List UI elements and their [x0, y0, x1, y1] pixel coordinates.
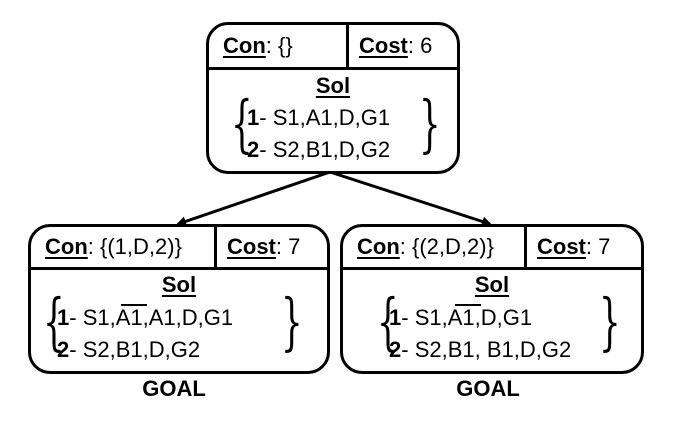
left-constraint-cell: Con: {(1,D,2)}: [31, 227, 217, 267]
root-line-1-text: - S1,A1,D,G1: [259, 105, 391, 130]
left-cost-label: Cost: [227, 234, 276, 259]
left-line-2-text: - S2,B1,D,G2: [69, 337, 201, 362]
right-child-node: Con: {(2,D,2)} Cost: 7 Sol { 1- S1,A1,D,…: [340, 224, 644, 374]
root-close-brace: }: [419, 87, 441, 160]
right-line-1-num: 1: [389, 305, 402, 330]
left-con-label: Con: [45, 234, 88, 259]
right-cost-value: : 7: [585, 234, 611, 259]
left-con-value: : {(1,D,2)}: [87, 234, 182, 259]
right-solution-line-2: 2- S2,B1, B1,D,G2: [389, 339, 571, 361]
root-cost-value: : 6: [407, 33, 433, 58]
root-line-2-num: 2: [247, 137, 260, 162]
right-sol-title: Sol: [474, 272, 510, 297]
root-node: Con: {} Cost: 6 Sol { 1- S1,A1,D,G1 2- S…: [206, 22, 460, 174]
right-open-brace: {: [377, 285, 399, 358]
root-node-header: Con: {} Cost: 6: [209, 25, 457, 70]
left-open-brace: {: [43, 285, 65, 358]
left-goal-label: GOAL: [142, 376, 206, 401]
left-solution-line-2: 2- S2,B1,D,G2: [57, 339, 200, 361]
left-solution-line-1: 1- S1,A1,A1,D,G1: [57, 307, 233, 329]
left-node-header: Con: {(1,D,2)} Cost: 7: [31, 227, 327, 270]
right-goal-label: GOAL: [456, 376, 520, 401]
root-solution-line-2: 2- S2,B1,D,G2: [247, 139, 390, 161]
left-sol-title: Sol: [161, 272, 197, 297]
right-con-label: Con: [357, 234, 400, 259]
right-line-1-text: - S1,A1,D,G1: [401, 305, 533, 330]
right-cost-label: Cost: [537, 234, 586, 259]
root-cost-cell: Cost: 6: [349, 25, 457, 67]
right-con-value: : {(2,D,2)}: [399, 234, 494, 259]
edge-root-to-left: [176, 170, 331, 227]
left-line-1-overbar: [121, 304, 147, 306]
root-solution-line-1: 1- S1,A1,D,G1: [247, 107, 390, 129]
root-con-value: : {}: [265, 33, 293, 58]
left-close-brace: }: [281, 285, 303, 358]
root-line-2-text: - S2,B1,D,G2: [259, 137, 391, 162]
right-line-1-overbar: [455, 304, 481, 306]
right-line-2-text: - S2,B1, B1,D,G2: [401, 337, 572, 362]
left-cost-cell: Cost: 7: [217, 227, 327, 267]
root-con-label: Con: [223, 33, 266, 58]
left-line-1-num: 1: [57, 305, 70, 330]
root-line-1-num: 1: [247, 105, 260, 130]
root-open-brace: {: [231, 87, 253, 160]
edge-root-to-right: [329, 170, 492, 227]
left-child-node: Con: {(1,D,2)} Cost: 7 Sol { 1- S1,A1,A1…: [28, 224, 330, 374]
right-constraint-cell: Con: {(2,D,2)}: [343, 227, 527, 267]
left-line-1-text: - S1,A1,A1,D,G1: [69, 305, 234, 330]
right-node-header: Con: {(2,D,2)} Cost: 7: [343, 227, 641, 270]
right-close-brace: }: [599, 285, 621, 358]
left-line-2-num: 2: [57, 337, 70, 362]
right-solution-line-1: 1- S1,A1,D,G1: [389, 307, 532, 329]
left-cost-value: : 7: [275, 234, 301, 259]
root-constraint-cell: Con: {}: [209, 25, 349, 67]
right-line-2-num: 2: [389, 337, 402, 362]
root-sol-title: Sol: [315, 73, 351, 98]
right-cost-cell: Cost: 7: [527, 227, 641, 267]
root-cost-label: Cost: [359, 33, 408, 58]
